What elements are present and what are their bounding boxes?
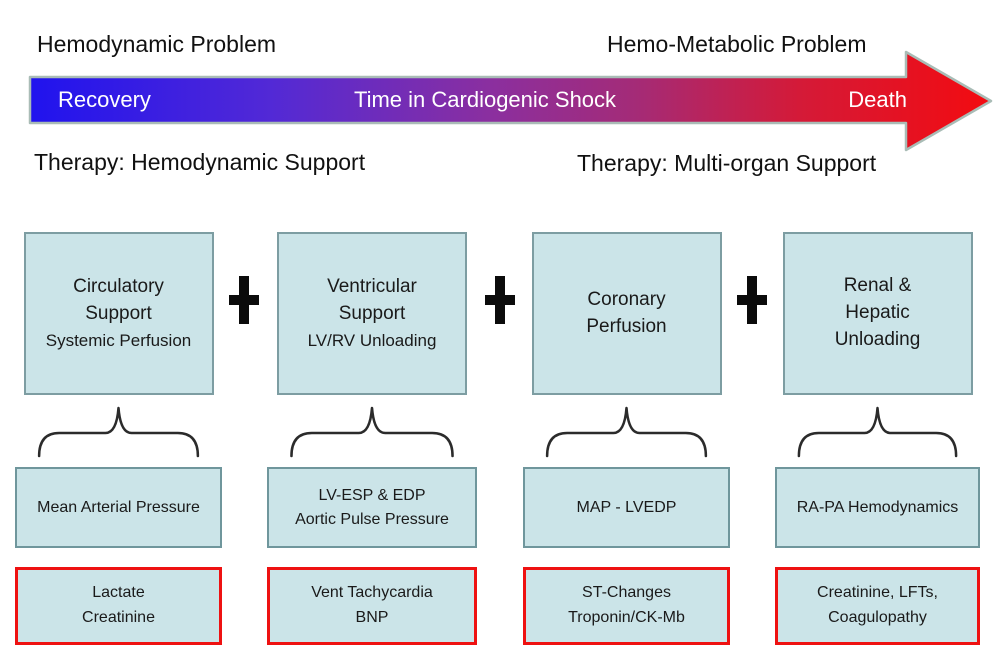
support-line: Ventricular xyxy=(327,276,417,298)
timeline-end-label: Death xyxy=(848,87,907,112)
column-circulatory-support: Circulatory Support Systemic Perfusion M… xyxy=(15,232,222,645)
support-line: Renal & xyxy=(843,275,912,297)
support-line: Coronary xyxy=(587,288,666,310)
heading-hemo-metabolic-problem: Hemo-Metabolic Problem xyxy=(607,31,867,57)
monitor-line: MAP - LVEDP xyxy=(576,498,677,516)
support-box-circulatory: Circulatory Support Systemic Perfusion xyxy=(23,232,214,395)
lab-line: BNP xyxy=(355,609,389,626)
monitor-box-map-lvedp: MAP - LVEDP xyxy=(523,467,730,548)
support-line: Perfusion xyxy=(586,315,667,337)
monitor-box-ra-pa: RA-PA Hemodynamics xyxy=(775,467,980,548)
monitor-box-lv-pressures: LV-ESP & EDP Aortic Pulse Pressure xyxy=(267,467,477,548)
monitor-line: Aortic Pulse Pressure xyxy=(295,510,449,528)
plus-icon xyxy=(229,276,259,324)
lab-line: Creatinine, LFTs, xyxy=(817,584,938,602)
support-subline: Systemic Perfusion xyxy=(45,331,192,351)
plus-icon xyxy=(485,276,515,324)
support-subline: LV/RV Unloading xyxy=(307,331,437,351)
timeline-start-label: Recovery xyxy=(58,87,151,112)
lab-line: Troponin/CK-Mb xyxy=(568,609,685,626)
lab-line: Lactate xyxy=(92,584,145,602)
curly-brace-icon xyxy=(37,406,200,458)
support-line: Circulatory xyxy=(73,276,164,298)
support-box-ventricular: Ventricular Support LV/RV Unloading xyxy=(277,232,467,395)
therapy-hemodynamic-support-label: Therapy: Hemodynamic Support xyxy=(34,149,366,175)
right-arrow-icon xyxy=(28,50,993,152)
support-line: Support xyxy=(85,303,152,325)
support-line: Hepatic xyxy=(845,302,910,324)
support-line: Support xyxy=(338,303,406,325)
monitor-line: RA-PA Hemodynamics xyxy=(796,498,959,516)
therapy-multi-organ-support-label: Therapy: Multi-organ Support xyxy=(577,150,877,176)
lab-box-lactate-creatinine: Lactate Creatinine xyxy=(15,567,222,645)
lab-box-creatinine-lfts: Creatinine, LFTs, Coagulopathy xyxy=(775,567,980,645)
monitor-box-map: Mean Arterial Pressure xyxy=(15,467,222,548)
timeline-center-label: Time in Cardiogenic Shock xyxy=(353,87,617,112)
curly-brace-icon xyxy=(290,406,454,458)
lab-line: Creatinine xyxy=(82,609,155,626)
monitor-line: LV-ESP & EDP xyxy=(318,487,426,505)
support-box-renal-hepatic: Renal & Hepatic Unloading xyxy=(782,232,973,395)
heading-hemodynamic-problem: Hemodynamic Problem xyxy=(37,31,277,57)
column-ventricular-support: Ventricular Support LV/RV Unloading LV-E… xyxy=(267,232,477,645)
support-line: Unloading xyxy=(834,328,921,350)
curly-brace-icon xyxy=(797,406,958,458)
lab-line: Coagulopathy xyxy=(828,609,927,626)
lab-box-st-troponin: ST-Changes Troponin/CK-Mb xyxy=(523,567,730,645)
column-renal-hepatic: Renal & Hepatic Unloading RA-PA Hemodyna… xyxy=(775,232,980,645)
curly-brace-icon xyxy=(545,406,708,458)
lab-box-tachycardia-bnp: Vent Tachycardia BNP xyxy=(267,567,477,645)
monitor-line: Mean Arterial Pressure xyxy=(37,498,200,516)
support-box-coronary: Coronary Perfusion xyxy=(531,232,722,395)
column-coronary-perfusion: Coronary Perfusion MAP - LVEDP ST-Change… xyxy=(523,232,730,645)
plus-icon xyxy=(737,276,767,324)
lab-line: ST-Changes xyxy=(582,584,671,602)
lab-line: Vent Tachycardia xyxy=(311,584,433,602)
